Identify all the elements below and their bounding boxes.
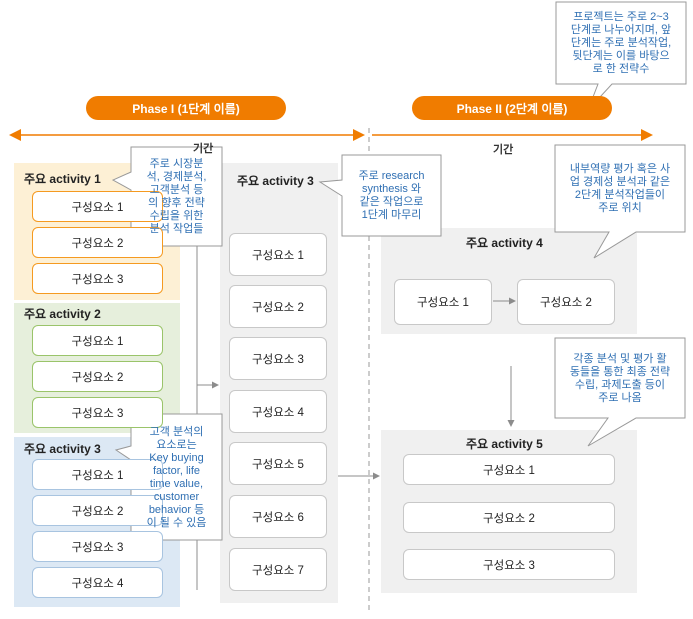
activity-3-title: 주요 activity 3 [24,442,101,456]
activity-3-item-1: 구성요소 1 [32,459,163,490]
activity-4-item-2: 구성요소 2 [517,279,615,325]
activity-2-item-2: 구성요소 2 [32,361,163,392]
activity-1-title: 주요 activity 1 [24,172,101,186]
activity-3b-item-5: 구성요소 5 [229,442,327,485]
activity-2-item-1: 구성요소 1 [32,325,163,356]
activity-3b-item-3: 구성요소 3 [229,337,327,380]
callout-3-shape [318,154,442,237]
activity-5-item-2: 구성요소 2 [403,502,615,533]
activity-1-item-1: 구성요소 1 [32,191,163,222]
activity-1-item-3: 구성요소 3 [32,263,163,294]
activity-5-item-1: 구성요소 1 [403,454,615,485]
timeline-right-label: 기간 [493,144,514,156]
phase-2-label: Phase II (2단계 이름) [412,96,612,120]
activity-3-item-3: 구성요소 3 [32,531,163,562]
activity-5-title: 주요 activity 5 [466,437,543,451]
activity-3-item-2: 구성요소 2 [32,495,163,526]
activity-2-item-3: 구성요소 3 [32,397,163,428]
activity-1-item-2: 구성요소 2 [32,227,163,258]
activity-4-item-1: 구성요소 1 [394,279,492,325]
timeline-left-label: 기간 [193,143,214,155]
activity-4-title: 주요 activity 4 [466,236,543,250]
activity-3b-item-1: 구성요소 1 [229,233,327,276]
activity-3-item-4: 구성요소 4 [32,567,163,598]
activity-3b-item-4: 구성요소 4 [229,390,327,433]
activity-3b-item-6: 구성요소 6 [229,495,327,538]
activity-3b-title: 주요 activity 3 [237,174,314,188]
phase-1-label: Phase I (1단계 이름) [86,96,286,120]
callout-4-shape [554,144,686,259]
activity-3b-item-7: 구성요소 7 [229,548,327,591]
activity-2-title: 주요 activity 2 [24,307,101,321]
activity-5-item-3: 구성요소 3 [403,549,615,580]
activity-3b-item-2: 구성요소 2 [229,285,327,328]
callout-5-shape [554,337,686,447]
